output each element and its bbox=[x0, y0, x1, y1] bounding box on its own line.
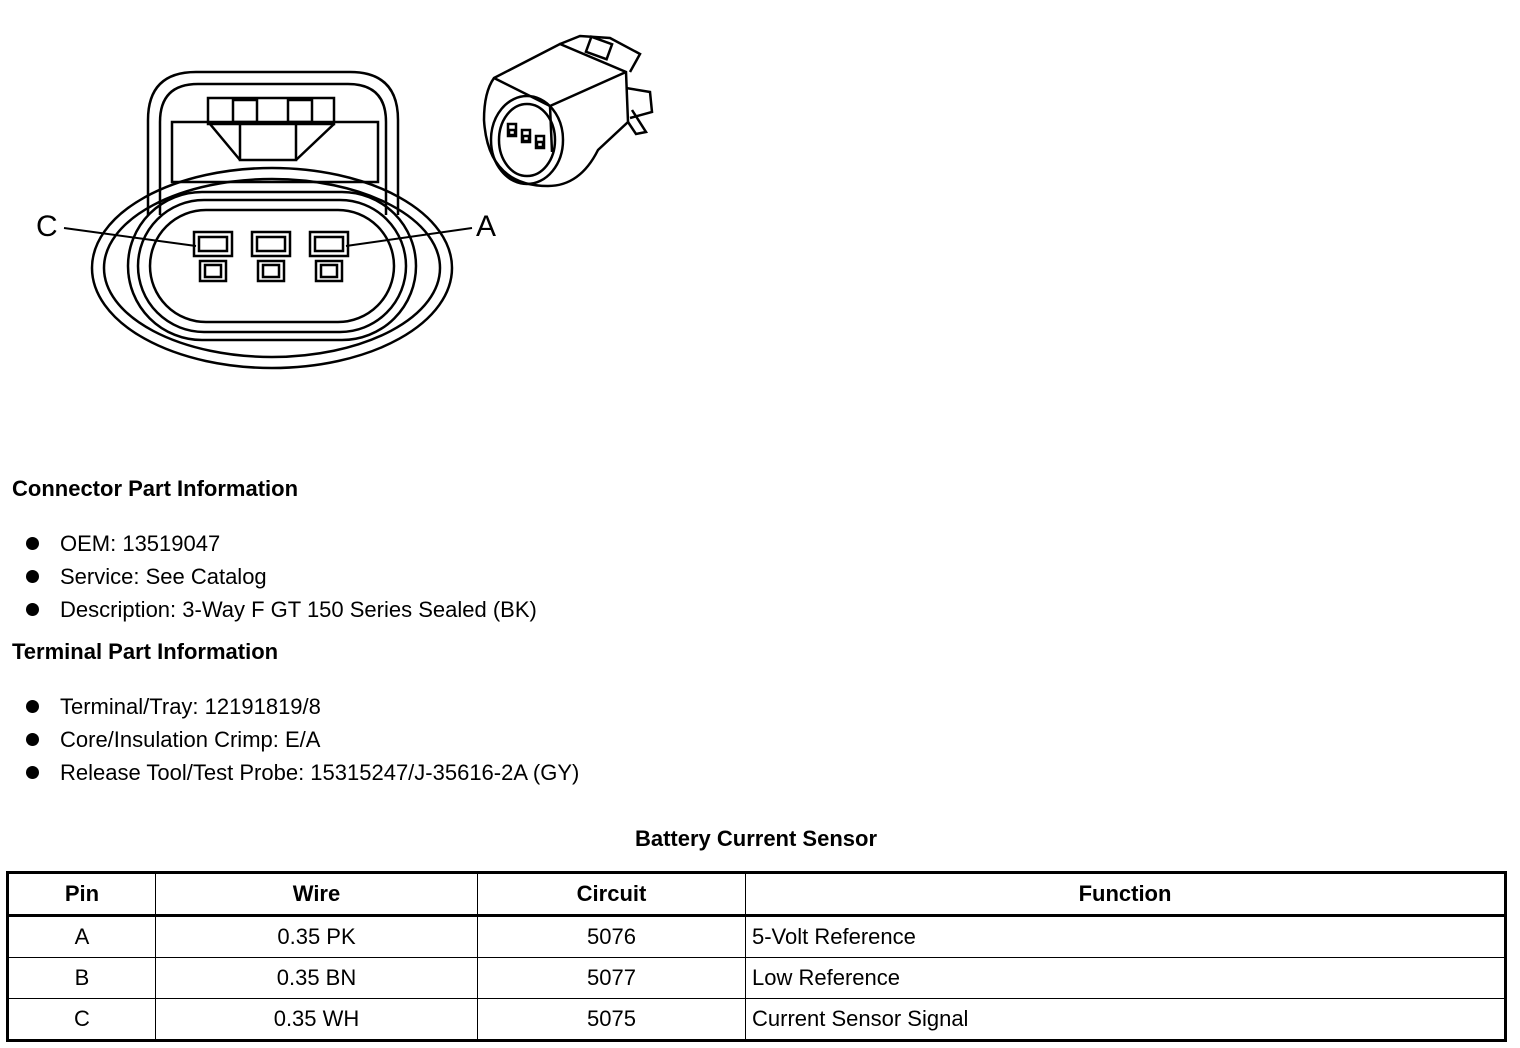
cell-circuit: 5077 bbox=[477, 957, 746, 999]
bullet-icon bbox=[26, 733, 39, 746]
cell-circuit: 5076 bbox=[477, 915, 746, 958]
cell-function: Low Reference bbox=[745, 957, 1506, 999]
bullet-icon bbox=[26, 700, 39, 713]
bullet-icon bbox=[26, 570, 39, 583]
list-item-text: OEM: 13519047 bbox=[60, 531, 221, 556]
cell-pin: C bbox=[7, 998, 156, 1041]
cell-wire: 0.35 WH bbox=[155, 998, 478, 1041]
table-header-row: Pin Wire Circuit Function bbox=[7, 872, 1506, 916]
bullet-icon bbox=[26, 766, 39, 779]
connector-isometric-view bbox=[482, 34, 654, 188]
table-title: Battery Current Sensor bbox=[634, 826, 878, 851]
list-item: Core/Insulation Crimp: E/A bbox=[26, 723, 579, 756]
cell-function: Current Sensor Signal bbox=[745, 998, 1506, 1041]
pin-label-left: C bbox=[36, 210, 58, 243]
cell-pin: A bbox=[7, 915, 156, 958]
connector-face-view bbox=[63, 70, 473, 370]
bullet-icon bbox=[26, 603, 39, 616]
list-item-text: Core/Insulation Crimp: E/A bbox=[60, 727, 321, 752]
list-item: Release Tool/Test Probe: 15315247/J-3561… bbox=[26, 756, 579, 789]
connector-info-list: OEM: 13519047 Service: See Catalog Descr… bbox=[26, 527, 537, 626]
terminal-info-title: Terminal Part Information bbox=[12, 639, 279, 664]
list-item: Service: See Catalog bbox=[26, 560, 537, 593]
column-header-pin: Pin bbox=[7, 872, 156, 916]
list-item-text: Service: See Catalog bbox=[60, 564, 267, 589]
column-header-wire: Wire bbox=[155, 872, 478, 916]
list-item-text: Description: 3-Way F GT 150 Series Seale… bbox=[60, 597, 537, 622]
list-item: Terminal/Tray: 12191819/8 bbox=[26, 690, 579, 723]
cell-function: 5-Volt Reference bbox=[745, 915, 1506, 958]
list-item: OEM: 13519047 bbox=[26, 527, 537, 560]
connector-diagram: C A bbox=[36, 34, 654, 370]
cell-wire: 0.35 BN bbox=[155, 957, 478, 999]
cell-pin: B bbox=[7, 957, 156, 999]
cell-wire: 0.35 PK bbox=[155, 915, 478, 958]
bullet-icon bbox=[26, 537, 39, 550]
list-item: Description: 3-Way F GT 150 Series Seale… bbox=[26, 593, 537, 626]
table-row: B 0.35 BN 5077 Low Reference bbox=[7, 957, 1506, 999]
column-header-circuit: Circuit bbox=[477, 872, 746, 916]
table-row: A 0.35 PK 5076 5-Volt Reference bbox=[7, 915, 1506, 958]
connector-info-title: Connector Part Information bbox=[12, 476, 299, 501]
terminal-info-list: Terminal/Tray: 12191819/8 Core/Insulatio… bbox=[26, 690, 579, 789]
list-item-text: Release Tool/Test Probe: 15315247/J-3561… bbox=[60, 760, 580, 785]
table-row: C 0.35 WH 5075 Current Sensor Signal bbox=[7, 998, 1506, 1041]
pin-table: Pin Wire Circuit Function A 0.35 PK 5076… bbox=[6, 871, 1507, 1042]
column-header-function: Function bbox=[745, 872, 1506, 916]
list-item-text: Terminal/Tray: 12191819/8 bbox=[60, 694, 321, 719]
pin-label-right: A bbox=[476, 210, 496, 243]
cell-circuit: 5075 bbox=[477, 998, 746, 1041]
